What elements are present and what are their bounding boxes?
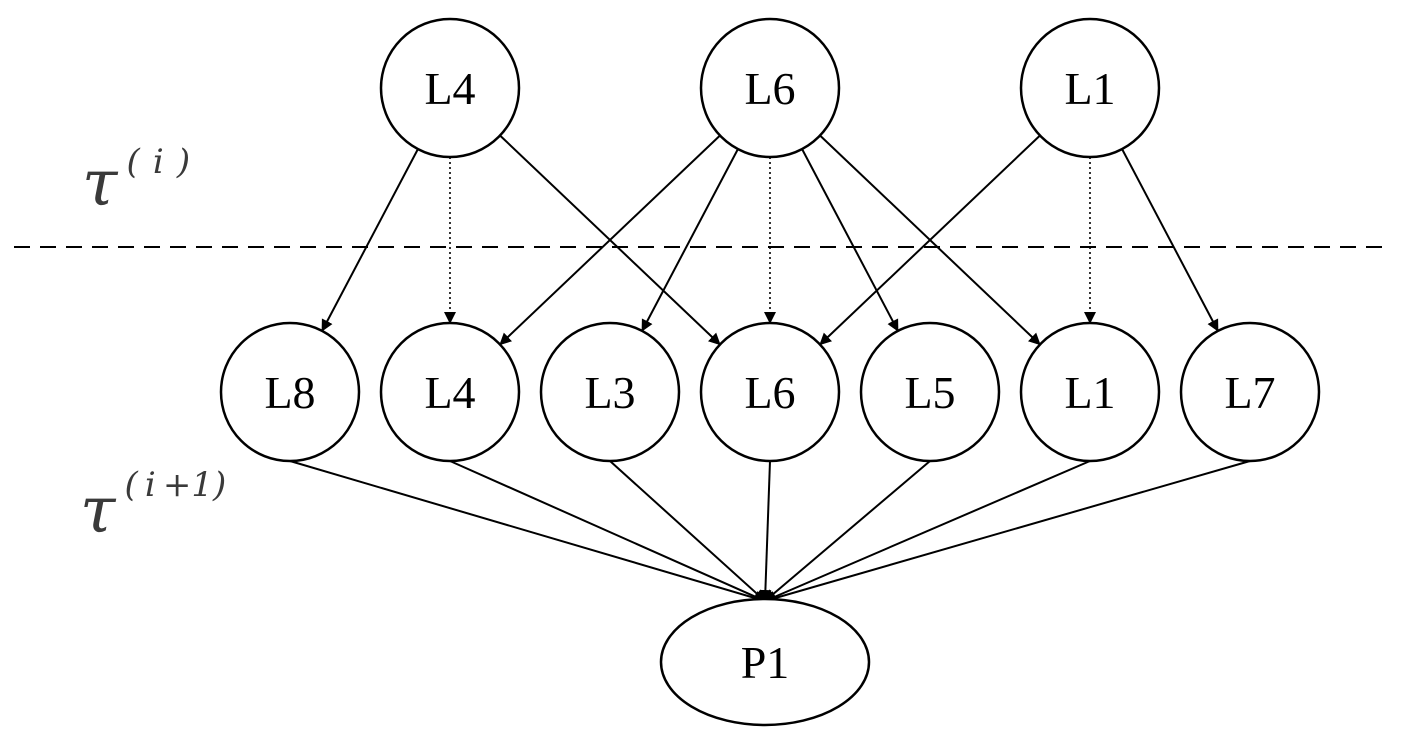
level-i-label-base: τ (82, 147, 119, 221)
edge-t-L6-to-m-L3 (641, 148, 739, 332)
edge-t-L6-to-m-L4 (499, 134, 721, 346)
node-shape-m-L6 (699, 321, 841, 463)
node-shape-m-L3 (539, 321, 681, 463)
node-shape-m-L8 (219, 321, 361, 463)
edge-m-L5-to-b-P1 (764, 460, 931, 602)
node-label-m-L3: L3 (584, 367, 635, 418)
node-m-L4: L4 (379, 321, 521, 463)
edge-m-L6-to-b-P1 (759, 460, 772, 602)
level-i-label-sup-close: ) (176, 142, 190, 182)
node-label-m-L6: L6 (744, 367, 795, 418)
edge-m-L7-to-b-P1 (764, 460, 1251, 604)
node-t-L1: L1 (1019, 17, 1161, 159)
edges (289, 134, 1251, 604)
node-shape-b-P1 (659, 597, 871, 727)
level-next-label-base: τ (80, 474, 117, 548)
edge-t-L6-to-m-L5 (801, 148, 899, 332)
node-m-L8: L8 (219, 321, 361, 463)
edge-m-L3-to-b-P1 (609, 460, 766, 602)
node-m-L7: L7 (1179, 321, 1321, 463)
level-next-label-sup-var: i (145, 465, 156, 505)
node-label-m-L8: L8 (264, 367, 315, 418)
node-m-L3: L3 (539, 321, 681, 463)
node-t-L6: L6 (699, 17, 841, 159)
node-m-L5: L5 (859, 321, 1001, 463)
level-i-label-sup-open: ( (127, 142, 141, 182)
level-next-label-sup-open: ( (125, 465, 139, 505)
node-label-m-L7: L7 (1224, 367, 1275, 418)
node-shape-m-L5 (859, 321, 1001, 463)
node-label-m-L4: L4 (424, 367, 475, 418)
node-label-m-L1: L1 (1064, 367, 1115, 418)
edge-m-L1-to-b-P1 (764, 460, 1091, 603)
node-label-b-P1: P1 (741, 637, 790, 688)
edge-m-L4-to-b-P1 (449, 460, 766, 603)
node-shape-m-L7 (1179, 321, 1321, 463)
node-label-m-L5: L5 (904, 367, 955, 418)
node-t-L4: L4 (379, 17, 521, 159)
node-shape-t-L1 (1019, 17, 1161, 159)
node-m-L1: L1 (1019, 321, 1161, 463)
node-shape-t-L6 (699, 17, 841, 159)
node-label-t-L4: L4 (424, 63, 475, 114)
node-shape-t-L4 (379, 17, 521, 159)
node-b-P1: P1 (659, 597, 871, 727)
node-label-t-L6: L6 (744, 63, 795, 114)
edge-t-L1-to-m-L7 (1121, 148, 1219, 332)
node-shape-m-L1 (1019, 321, 1161, 463)
level-next-label-sup-rest: +1) (163, 465, 226, 505)
level-i-label-sup-var: i (153, 142, 164, 182)
edge-m-L8-to-b-P1 (289, 460, 766, 604)
edge-t-L4-to-m-L8 (321, 148, 419, 332)
level-i-label: τ ( i ) (82, 142, 190, 221)
node-label-t-L1: L1 (1064, 63, 1115, 114)
edge-t-L1-to-m-L6 (819, 134, 1041, 346)
node-shape-m-L4 (379, 321, 521, 463)
level-next-label: τ ( i +1) (80, 465, 226, 548)
node-m-L6: L6 (699, 321, 841, 463)
